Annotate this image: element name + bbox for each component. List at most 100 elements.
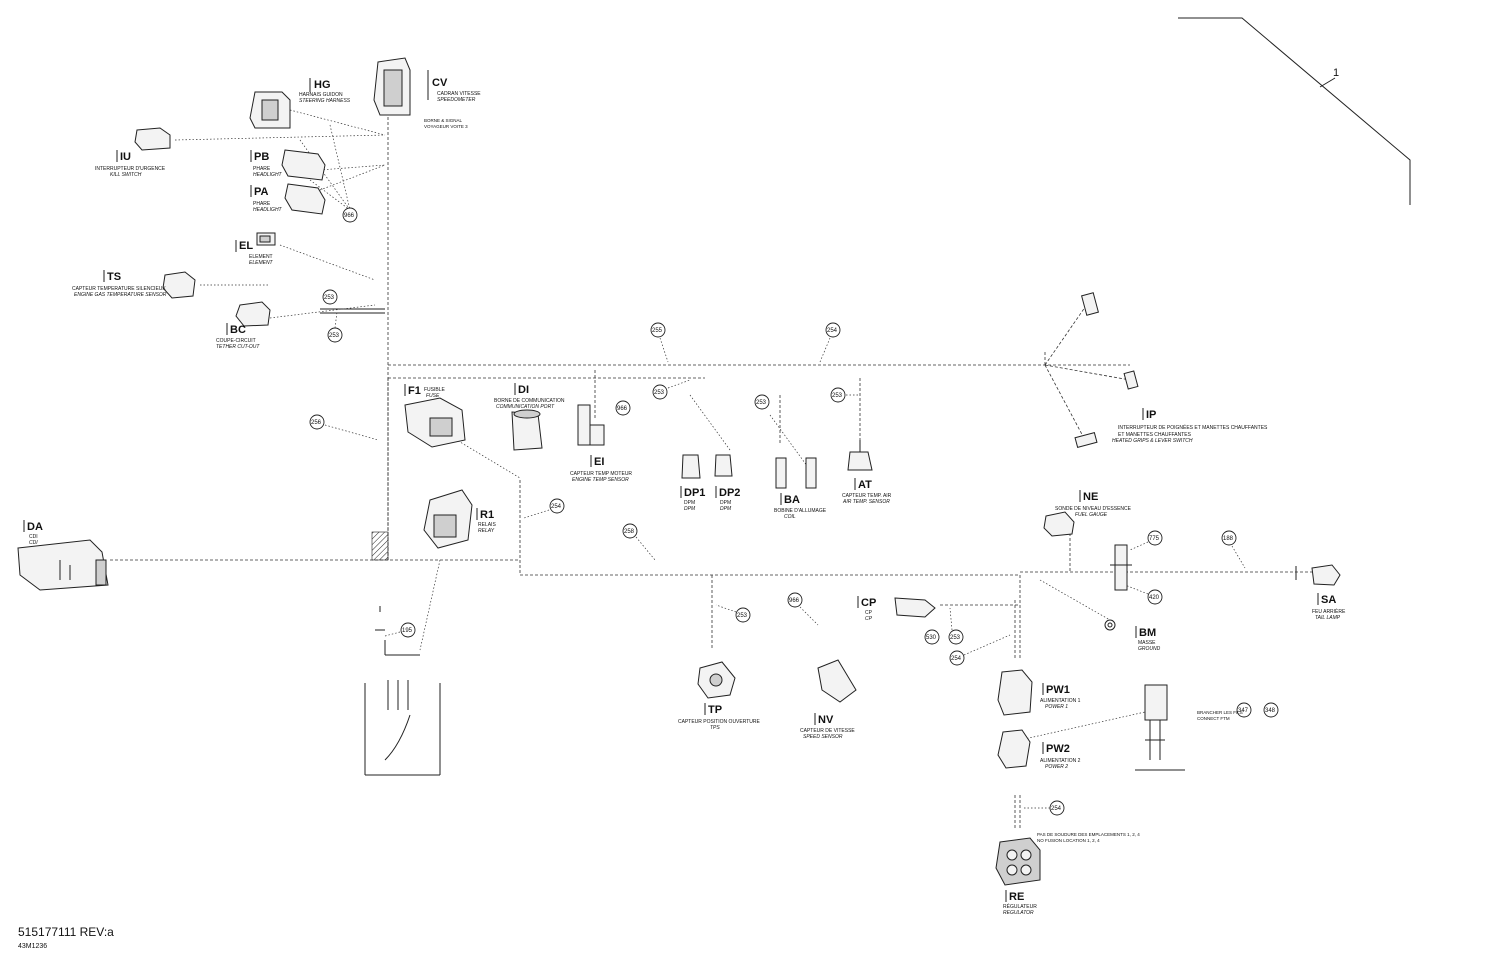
sensor-AT[interactable]: AT CAPTEUR TEMP. AIR AIR TEMP. SENSOR bbox=[842, 440, 892, 505]
svg-text:RÉGULATEUR: RÉGULATEUR bbox=[1003, 903, 1037, 910]
regulator-RE[interactable]: RE RÉGULATEUR REGULATOR PAS DE SOUDURE D… bbox=[995, 832, 1140, 916]
svg-text:530: 530 bbox=[926, 635, 937, 641]
svg-text:CDI: CDI bbox=[29, 534, 38, 540]
connector-CV[interactable]: CV CADRAN VITESSE SPEEDOMETER BORNE & SI… bbox=[373, 57, 481, 129]
svg-text:DPM: DPM bbox=[684, 506, 696, 512]
svg-text:SA: SA bbox=[1321, 594, 1336, 606]
svg-text:HEADLIGHT: HEADLIGHT bbox=[253, 207, 283, 213]
svg-text:253: 253 bbox=[324, 295, 335, 301]
connector-CP[interactable]: CP CP CP bbox=[857, 596, 936, 622]
svg-text:FUSIBLE: FUSIBLE bbox=[424, 387, 446, 393]
svg-text:RE: RE bbox=[1009, 891, 1024, 903]
svg-text:420: 420 bbox=[1149, 595, 1160, 601]
sensor-NE[interactable]: NE SONDE DE NIVEAU D'ESSENCE FUEL GAUGE bbox=[1043, 490, 1132, 537]
ref-bubble bbox=[342, 207, 358, 223]
svg-text:TAIL LAMP: TAIL LAMP bbox=[1315, 615, 1341, 621]
svg-text:253: 253 bbox=[329, 333, 340, 339]
drawing-number: 515177111 REV:a bbox=[18, 925, 114, 939]
svg-text:ELEMENT: ELEMENT bbox=[249, 254, 273, 260]
coil-BA[interactable]: BA BOBINE D'ALLUMAGE COIL bbox=[774, 457, 827, 520]
svg-text:DPM: DPM bbox=[720, 506, 732, 512]
svg-text:PAS DE SOUDURE DES EMPLACEMENT: PAS DE SOUDURE DES EMPLACEMENTS 1, 2, 4 bbox=[1037, 832, 1140, 837]
connector-PW2[interactable]: PW2 ALIMENTATION 2 POWER 2 bbox=[997, 729, 1081, 770]
connector-DP1[interactable]: DP1 DPM DPM bbox=[680, 454, 705, 512]
svg-text:DI: DI bbox=[518, 384, 529, 396]
sensor-NV[interactable]: NV CAPTEUR DE VITESSE SPEED SENSOR bbox=[800, 659, 857, 740]
svg-text:NO FUSION LOCATION 1, 2, 4: NO FUSION LOCATION 1, 2, 4 bbox=[1037, 838, 1100, 843]
leader-lines bbox=[174, 109, 1146, 741]
connector-TS[interactable]: TS CAPTEUR TEMPERATURE SILENCIEUX ENGINE… bbox=[72, 270, 196, 299]
sensor-TP[interactable]: TP CAPTEUR POSITION OUVERTURE TPS bbox=[678, 661, 761, 731]
connector-DI[interactable]: DI BORNE DE COMMUNICATION COMMUNICATION … bbox=[494, 383, 565, 451]
svg-text:HEATED GRIPS & LEVER SWITCH: HEATED GRIPS & LEVER SWITCH bbox=[1112, 438, 1193, 444]
svg-text:SPEED SENSOR: SPEED SENSOR bbox=[803, 734, 843, 740]
svg-text:COIL: COIL bbox=[784, 514, 796, 520]
svg-text:GROUND: GROUND bbox=[1138, 646, 1161, 652]
svg-text:NE: NE bbox=[1083, 491, 1098, 503]
svg-text:BRANCHER LES FILS: BRANCHER LES FILS bbox=[1197, 710, 1243, 715]
svg-text:BC: BC bbox=[230, 324, 246, 336]
svg-text:188: 188 bbox=[1223, 536, 1234, 542]
svg-text:VOYAGEUR VOITE 3: VOYAGEUR VOITE 3 bbox=[424, 124, 468, 129]
svg-text:253: 253 bbox=[756, 400, 767, 406]
sensor-EI[interactable]: EI CAPTEUR TEMP MOTEUR ENGINE TEMP SENSO… bbox=[570, 404, 632, 483]
inline-component bbox=[1110, 544, 1132, 591]
svg-text:195: 195 bbox=[402, 628, 413, 634]
callout-number: 1 bbox=[1333, 67, 1339, 79]
module-DA[interactable]: DA CDI CDI bbox=[17, 520, 109, 591]
svg-text:254: 254 bbox=[551, 504, 562, 510]
svg-text:PW2: PW2 bbox=[1046, 743, 1070, 755]
connector-HG[interactable]: HG HARNAIS GUIDON STEERING HARNESS bbox=[249, 78, 351, 129]
svg-text:TPS: TPS bbox=[710, 725, 720, 731]
svg-text:CAPTEUR TEMP MOTEUR: CAPTEUR TEMP MOTEUR bbox=[570, 471, 632, 477]
svg-text:REGULATOR: REGULATOR bbox=[1003, 910, 1034, 916]
svg-text:IU: IU bbox=[120, 151, 131, 163]
svg-text:254: 254 bbox=[951, 656, 962, 662]
svg-text:CP: CP bbox=[865, 616, 873, 622]
svg-text:POWER 1: POWER 1 bbox=[1045, 704, 1068, 710]
svg-text:PA: PA bbox=[254, 186, 269, 198]
connector-EL[interactable]: EL ELEMENT ELEMENT bbox=[235, 232, 276, 266]
lamp-SA[interactable]: SA FEU ARRIÈRE TAIL LAMP bbox=[1295, 564, 1346, 621]
svg-text:CAPTEUR DE VITESSE: CAPTEUR DE VITESSE bbox=[800, 728, 855, 734]
connector-PA[interactable]: PA PHARE HEADLIGHT bbox=[250, 183, 326, 215]
ground-BM[interactable]: BM MASSE GROUND bbox=[1104, 619, 1161, 652]
svg-text:KILL SWITCH: KILL SWITCH bbox=[110, 172, 142, 178]
fuse-F1[interactable]: F1 FUSIBLE FUSE bbox=[404, 384, 466, 448]
svg-text:INTERRUPTEUR DE POIGNÉES ET MA: INTERRUPTEUR DE POIGNÉES ET MANETTES CHA… bbox=[1118, 424, 1268, 431]
svg-text:CADRAN VITESSE: CADRAN VITESSE bbox=[437, 91, 481, 97]
svg-text:348: 348 bbox=[1265, 708, 1276, 714]
svg-text:COUPE-CIRCUIT: COUPE-CIRCUIT bbox=[216, 338, 256, 344]
svg-text:966: 966 bbox=[344, 213, 355, 219]
connector-PW1[interactable]: PW1 ALIMENTATION 1 POWER 1 bbox=[997, 669, 1081, 716]
svg-text:TETHER CUT-OUT: TETHER CUT-OUT bbox=[216, 344, 260, 350]
ip-fr-line2: ET MANETTES CHAUFFANTES bbox=[1118, 432, 1192, 438]
svg-text:FEU ARRIÈRE: FEU ARRIÈRE bbox=[1312, 608, 1346, 615]
svg-text:EI: EI bbox=[594, 456, 604, 468]
svg-text:FUEL GAUGE: FUEL GAUGE bbox=[1075, 512, 1108, 518]
connector-IU[interactable]: IU INTERRUPTEUR D'URGENCE KILL SWITCH bbox=[95, 127, 171, 178]
svg-text:ELEMENT: ELEMENT bbox=[249, 260, 274, 266]
ftm-connection: BRANCHER LES FILS CONNECT FTM bbox=[1135, 684, 1243, 771]
svg-text:STEERING HARNESS: STEERING HARNESS bbox=[299, 98, 351, 104]
svg-text:POWER 2: POWER 2 bbox=[1045, 764, 1068, 770]
svg-text:BORNE & SIGNAL: BORNE & SIGNAL bbox=[424, 118, 463, 123]
svg-text:255: 255 bbox=[652, 328, 663, 334]
svg-text:COMMUNICATION PORT: COMMUNICATION PORT bbox=[496, 404, 555, 410]
svg-text:TP: TP bbox=[708, 704, 722, 716]
svg-text:R1: R1 bbox=[480, 509, 494, 521]
connector-PB[interactable]: PB PHARE HEADLIGHT bbox=[250, 149, 326, 181]
connector-IP[interactable]: IP INTERRUPTEUR DE POIGNÉES ET MANETTES … bbox=[1074, 292, 1268, 449]
connector-BC[interactable]: BC COUPE-CIRCUIT TETHER CUT-OUT bbox=[216, 301, 271, 350]
svg-text:INTERRUPTEUR D'URGENCE: INTERRUPTEUR D'URGENCE bbox=[95, 166, 166, 172]
relay-R1[interactable]: R1 RELAIS RELAY bbox=[423, 489, 496, 549]
svg-text:CAPTEUR POSITION OUVERTURE: CAPTEUR POSITION OUVERTURE bbox=[678, 719, 761, 725]
svg-text:AIR TEMP. SENSOR: AIR TEMP. SENSOR bbox=[842, 499, 890, 505]
connector-DP2[interactable]: DP2 DPM DPM bbox=[714, 454, 740, 512]
main-callout: 1 bbox=[1178, 17, 1411, 205]
svg-text:CV: CV bbox=[432, 77, 448, 89]
svg-text:SONDE DE NIVEAU D'ESSENCE: SONDE DE NIVEAU D'ESSENCE bbox=[1055, 506, 1132, 512]
svg-text:258: 258 bbox=[624, 529, 635, 535]
svg-text:FUSE: FUSE bbox=[426, 393, 440, 399]
